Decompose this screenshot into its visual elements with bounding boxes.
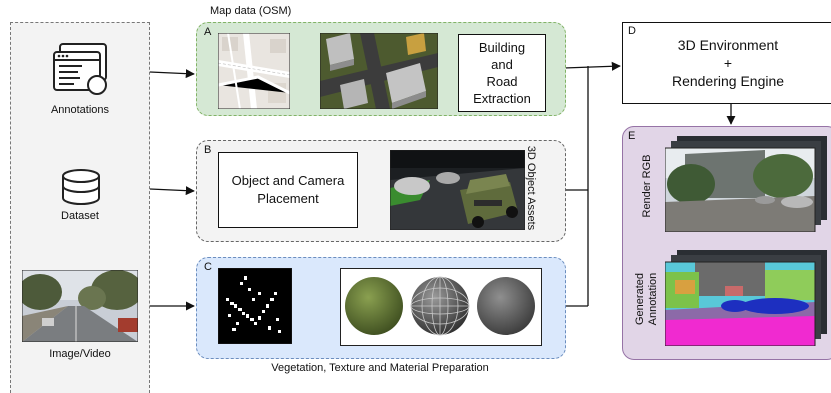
flow-connectors	[149, 61, 736, 311]
stage-d-box	[622, 22, 831, 104]
generated-annotation-stack	[665, 250, 827, 346]
render-rgb-label: Render RGB	[641, 154, 653, 218]
vegetation-mask-thumbnail	[218, 268, 292, 344]
annotations-icon	[53, 43, 107, 95]
stage-d-line-2: +	[723, 55, 733, 71]
stage-d-line-3: Rendering Engine	[671, 73, 785, 89]
extraction-line-2: and	[491, 57, 513, 72]
arrow-annotations-to-a	[149, 69, 195, 79]
material-spheres	[345, 276, 535, 336]
stage-c-letter: C	[204, 261, 212, 273]
stage-b-letter: B	[204, 144, 212, 156]
stage-e-letter: E	[628, 130, 636, 142]
generated-annotation-label: Generated Annotation	[634, 260, 660, 338]
stage-d-line-1: 3D Environment	[677, 37, 779, 53]
arrow-a-to-d	[563, 61, 621, 71]
stage-d-letter: D	[628, 25, 636, 37]
extraction-line-1: Building	[478, 40, 526, 55]
placement-line-1: Object and Camera	[231, 173, 345, 188]
map-data-caption: Map data (OSM)	[210, 5, 292, 17]
stage-a-letter: A	[204, 26, 212, 38]
osm-map-thumbnail	[218, 33, 290, 109]
arrow-dataset-to-b	[149, 186, 195, 196]
grass-sphere	[345, 277, 403, 335]
street-photo-thumbnail	[22, 270, 138, 342]
dataset-label: Dataset	[61, 210, 99, 222]
image-video-label: Image/Video	[49, 348, 111, 360]
extraction-line-3: Road	[486, 74, 518, 89]
3d-object-assets-label: 3D Object Assets	[525, 145, 537, 231]
generated-annotation-line-1: Generated	[634, 273, 646, 325]
generated-annotation-line-2: Annotation	[647, 272, 659, 326]
building-road-extraction-box: Building and Road Extraction	[458, 34, 546, 112]
extraction-line-4: Extraction	[473, 91, 531, 106]
object-camera-placement-box: Object and Camera Placement	[218, 152, 358, 228]
3d-city-render-thumbnail	[320, 33, 438, 109]
rendering-engine-text: 3D Environment + Rendering Engine	[622, 36, 831, 90]
rendered-rgb-stack	[665, 136, 827, 232]
annotations-label: Annotations	[50, 104, 110, 116]
placement-line-2: Placement	[257, 191, 319, 206]
database-icon	[62, 169, 100, 205]
concrete-sphere	[477, 277, 535, 335]
stage-c-caption: Vegetation, Texture and Material Prepara…	[271, 362, 489, 374]
3d-object-assets-render	[390, 150, 525, 230]
